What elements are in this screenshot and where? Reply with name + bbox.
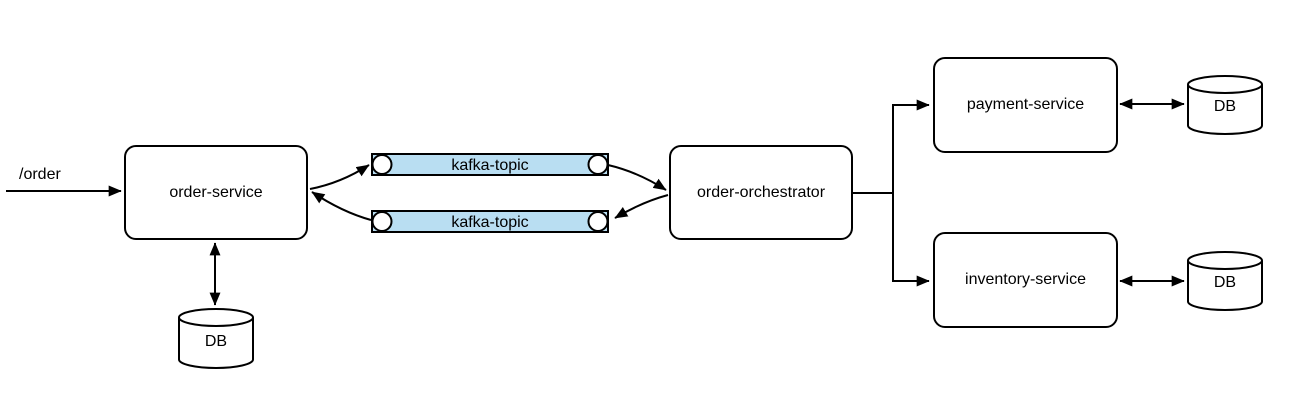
db-cylinder-order: [178, 308, 254, 369]
pipe-end-right: [587, 211, 609, 232]
arrow-order-service-to-topic: [309, 164, 370, 190]
arrow-topic-to-order-service: [311, 191, 372, 221]
pipe-end-right: [587, 154, 609, 175]
cylinder-body: [178, 308, 254, 369]
node-order-service-label: order-service: [169, 183, 263, 201]
cylinder-lid: [1187, 260, 1263, 270]
cylinder-lid: [178, 317, 254, 327]
entry-endpoint-label: /order: [19, 166, 61, 183]
db-payment-label: DB: [1213, 98, 1237, 115]
db-order-label: DB: [204, 333, 228, 350]
arrow-topic-to-orchestrator: [607, 164, 667, 191]
node-inventory-service: inventory-service: [933, 232, 1118, 328]
db-inventory-label: DB: [1213, 274, 1237, 291]
arrow-orchestrator-to-payment: [853, 99, 930, 194]
node-payment-service: payment-service: [933, 57, 1118, 153]
kafka-topic-pipe-top: [371, 153, 609, 176]
pipe-end-left: [371, 154, 393, 175]
node-order-orchestrator: order-orchestrator: [669, 145, 853, 240]
arrow-orchestrator-to-inventory: [892, 193, 930, 287]
db-cylinder-inventory: [1187, 251, 1263, 311]
kafka-topic-bottom-label: kafka-topic: [451, 214, 529, 231]
node-payment-service-label: payment-service: [966, 96, 1085, 113]
db-cylinder-payment: [1187, 75, 1263, 135]
pipe-end-left: [371, 211, 393, 232]
cylinder-body: [1187, 251, 1263, 311]
kafka-topic-top-label: kafka-topic: [451, 157, 529, 174]
node-order-service: order-service: [124, 145, 308, 240]
node-inventory-service-label: inventory-service: [965, 271, 1086, 288]
arrow-orchestrator-to-topic: [614, 194, 669, 219]
cylinder-lid: [1187, 84, 1263, 94]
cylinder-body: [1187, 75, 1263, 135]
node-order-orchestrator-label: order-orchestrator: [696, 183, 826, 201]
kafka-topic-pipe-bottom: [371, 210, 609, 233]
